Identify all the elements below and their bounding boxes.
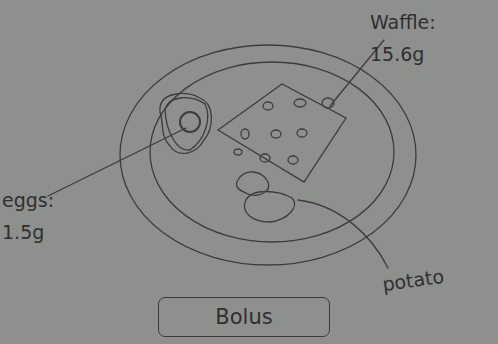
egg-white xyxy=(160,94,212,154)
waffle-hole xyxy=(271,130,281,138)
waffle-hole xyxy=(260,154,270,162)
food-label: eggs: 1.5g xyxy=(2,184,58,248)
waffle-outline xyxy=(218,84,346,182)
plate-rim xyxy=(120,45,416,265)
leader-line xyxy=(298,200,388,268)
waffle-hole xyxy=(294,99,306,107)
waffle-hole xyxy=(297,129,307,137)
plate-inner xyxy=(150,62,394,242)
potato-piece xyxy=(244,192,294,223)
food-label: potato xyxy=(380,256,474,300)
bolus-box: Bolus xyxy=(158,297,330,337)
waffle-hole xyxy=(234,149,242,155)
waffle-holes xyxy=(234,98,334,164)
egg-scribble xyxy=(165,98,208,150)
waffle-hole xyxy=(241,129,249,139)
waffle-hole xyxy=(263,102,273,110)
waffle-hole xyxy=(288,156,298,164)
food-label: Waffle: 15.6g xyxy=(370,6,442,70)
pencil-lines xyxy=(48,40,416,268)
leader-line xyxy=(48,128,186,196)
node-label: Bolus xyxy=(215,305,272,329)
